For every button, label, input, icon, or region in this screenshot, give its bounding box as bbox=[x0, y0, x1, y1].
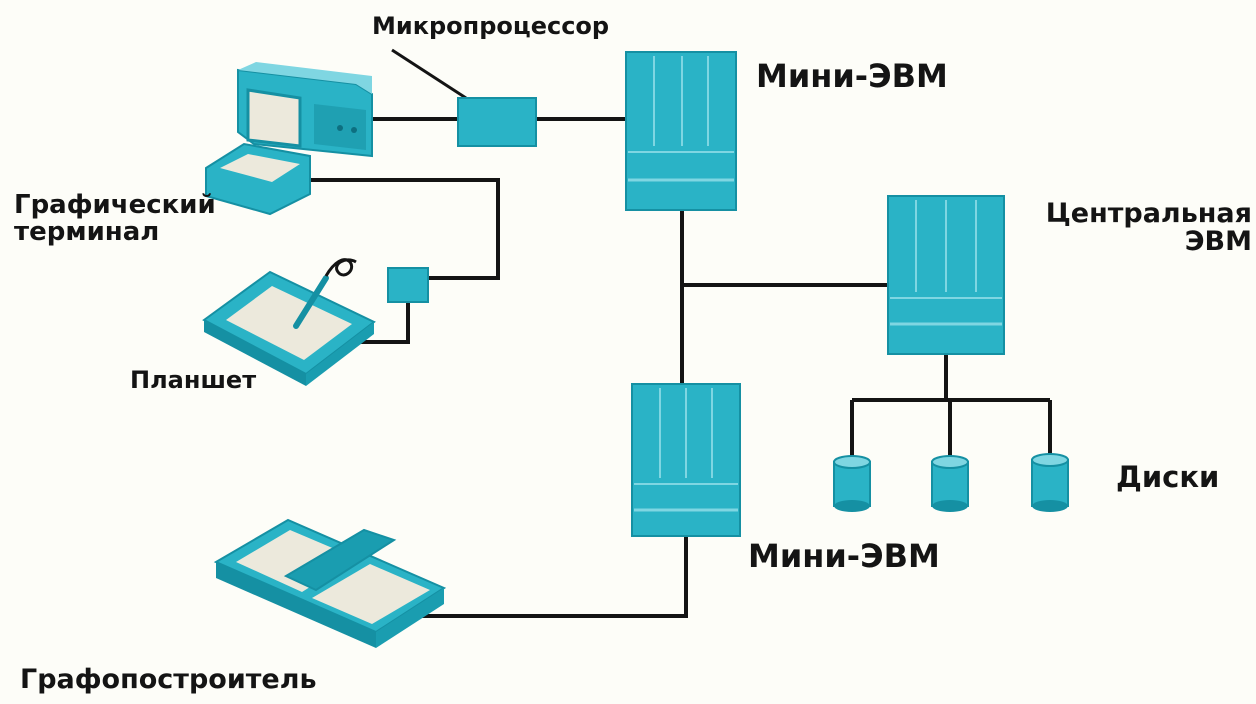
disk-icon bbox=[932, 456, 968, 512]
mini-computer-bottom-icon bbox=[632, 384, 740, 536]
tablet-controller-icon bbox=[388, 268, 428, 302]
graphic-terminal-label: Графический терминал bbox=[14, 192, 216, 247]
disks-label: Диски bbox=[1116, 462, 1219, 492]
central-computer-icon bbox=[888, 196, 1004, 354]
line-mini2-to-plotter bbox=[418, 528, 686, 616]
tablet-label: Планшет bbox=[130, 368, 256, 393]
disk-icon bbox=[1032, 454, 1068, 512]
pointer-microprocessor-label bbox=[392, 50, 466, 98]
plotter-icon bbox=[216, 520, 444, 648]
central-computer-label: Центральная ЭВМ bbox=[1022, 200, 1252, 257]
mini-computer-bottom-label: Мини-ЭВМ bbox=[748, 540, 940, 574]
mini-computer-top-label: Мини-ЭВМ bbox=[756, 60, 948, 94]
disk-icon bbox=[834, 456, 870, 512]
mini-computer-top-icon bbox=[626, 52, 736, 210]
microprocessor-label: Микропроцессор bbox=[372, 14, 609, 39]
graphic-terminal-icon bbox=[206, 62, 372, 214]
plotter-label: Графопостроитель bbox=[20, 666, 317, 694]
microprocessor-icon bbox=[458, 98, 536, 146]
